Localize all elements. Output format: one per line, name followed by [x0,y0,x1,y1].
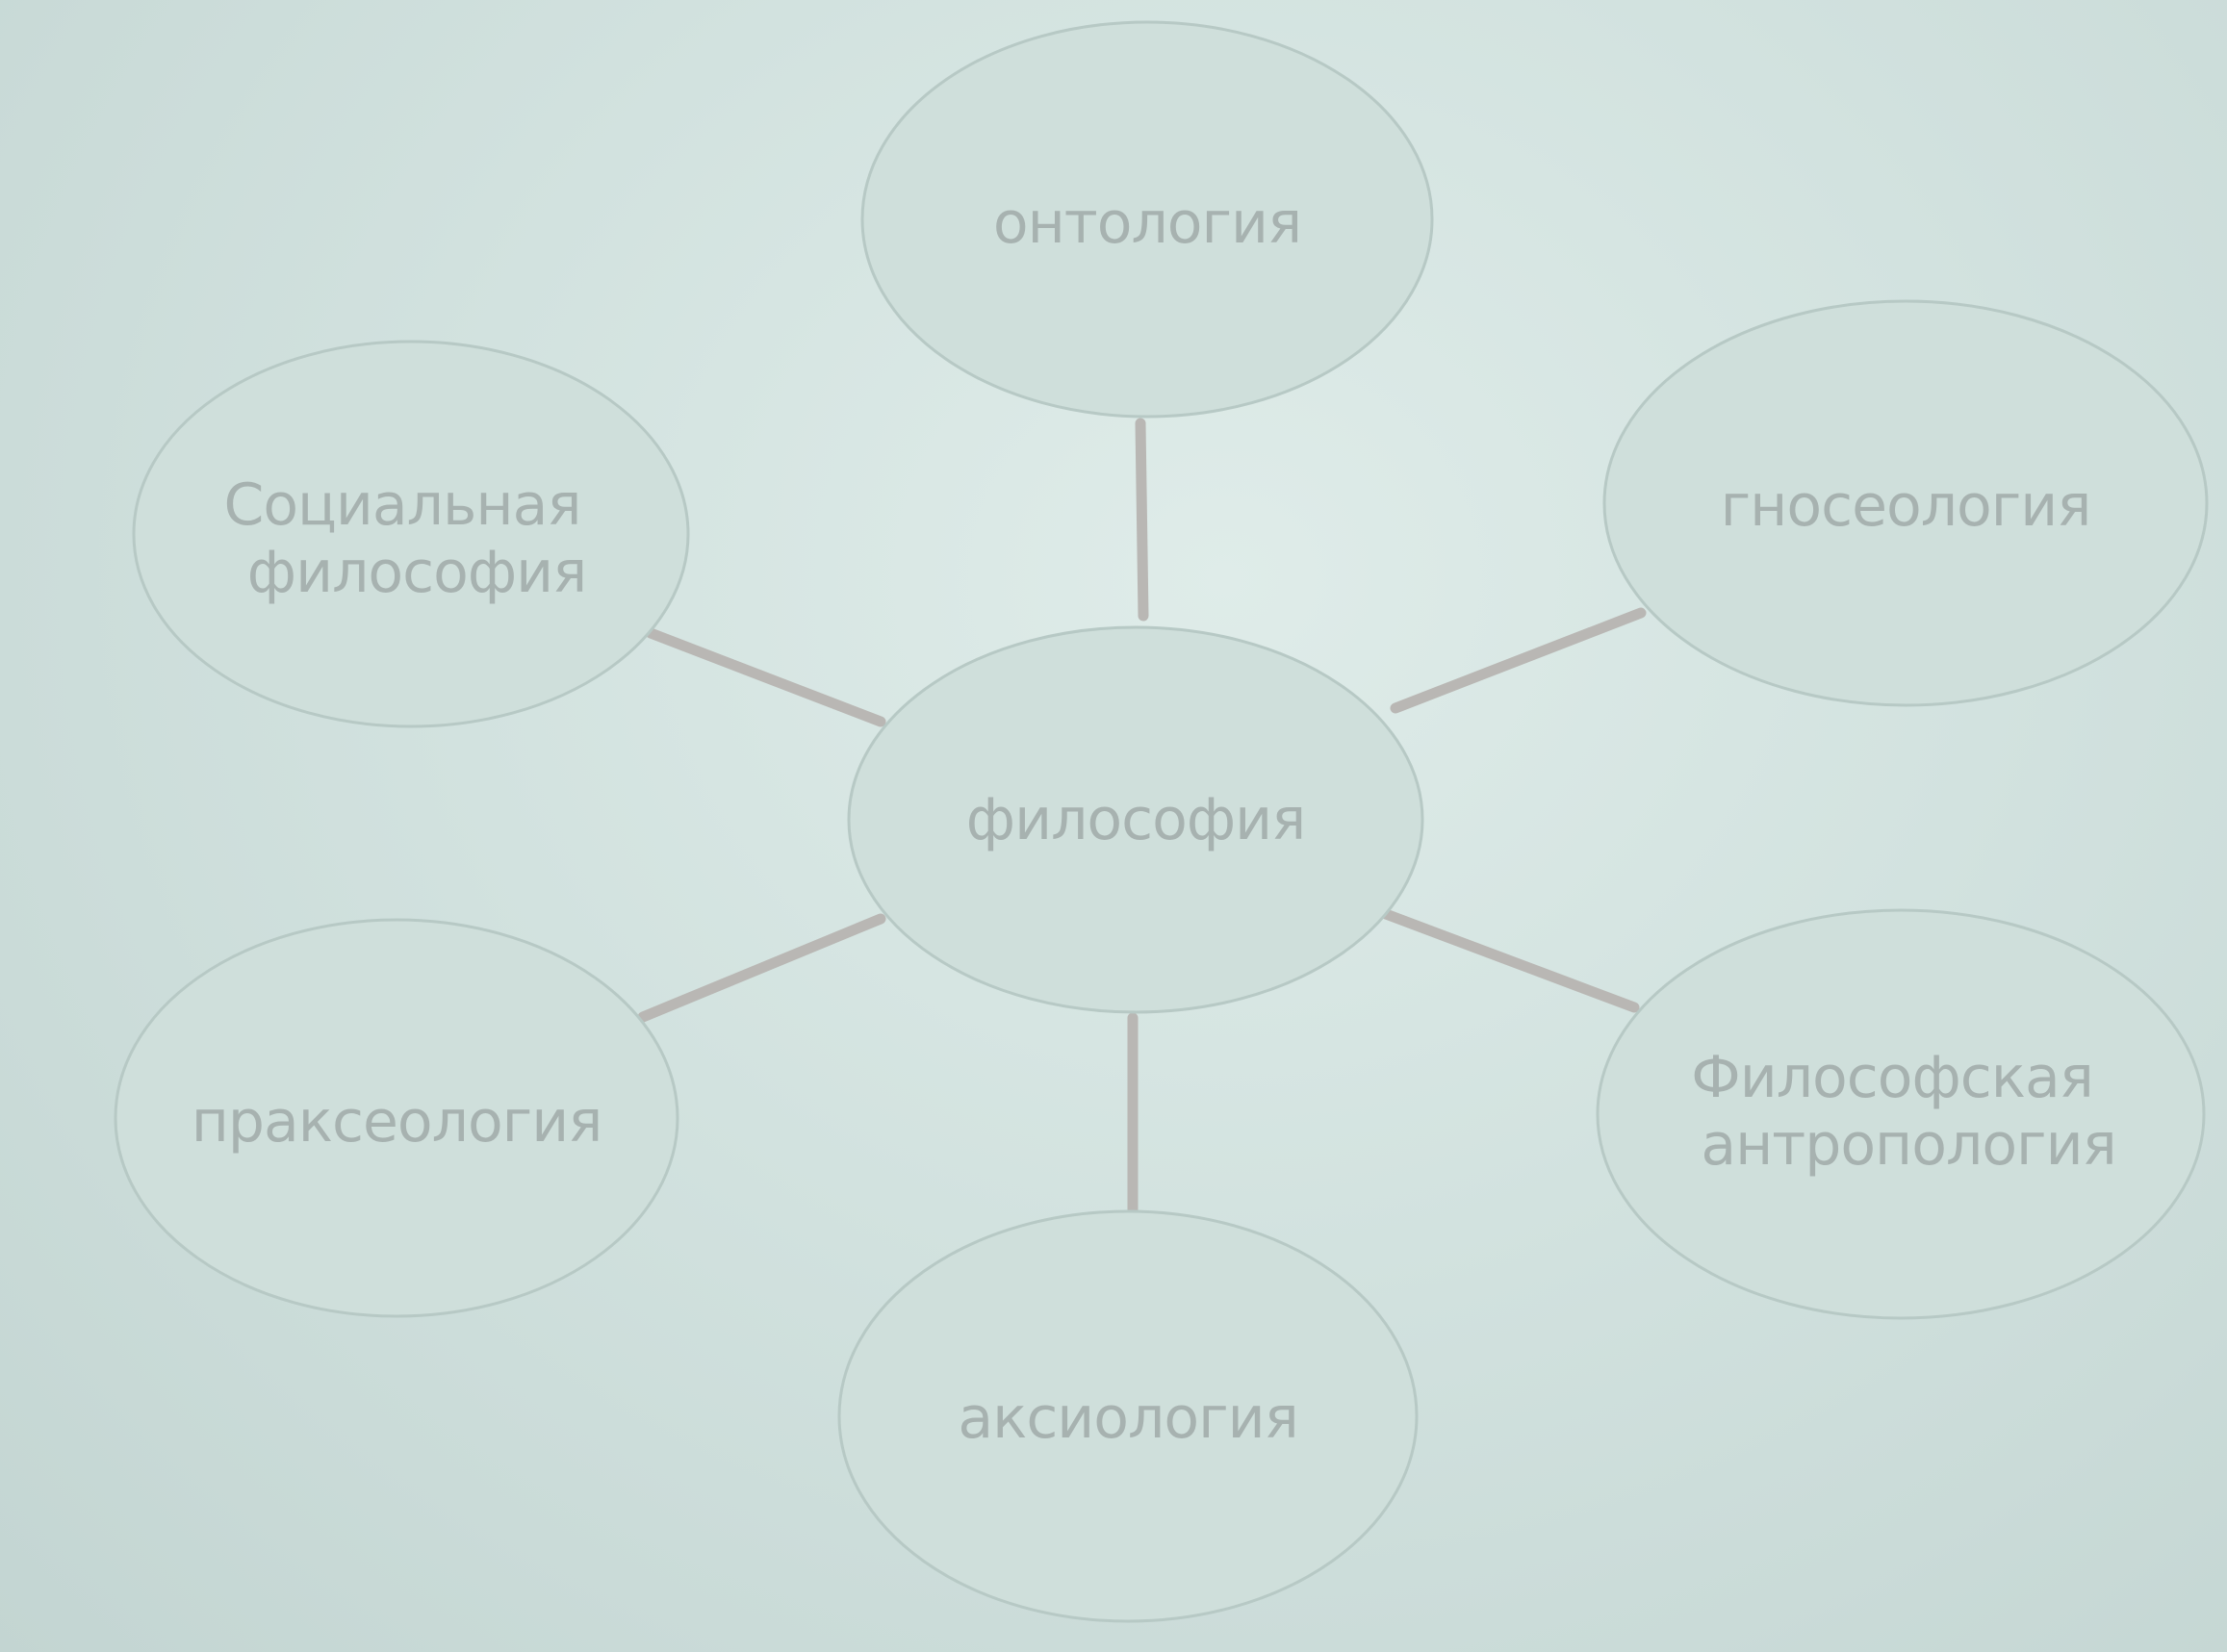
node-philosophical-anthropology: Философская антропология [1596,908,2206,1320]
node-ontology-label: онтология [993,190,1301,257]
connector-ontology [1135,418,1149,622]
node-philosophy: философия [847,625,1424,1014]
node-philosophical-anthropology-shape [1596,908,2206,1320]
node-praxeology-label: праксеология [192,1088,602,1156]
connector-gnoseology [1390,607,1647,714]
node-praxeology-shape [114,918,679,1318]
node-philosophical-anthropology-label: Философская антропология [1691,1044,2116,1179]
node-social-philosophy: Социальная философия [132,340,690,728]
node-gnoseology-shape [1602,299,2209,707]
node-ontology-shape [860,20,1434,419]
node-social-philosophy-label-line2: философия [247,539,586,606]
node-gnoseology: гносеология [1602,299,2209,707]
node-philosophical-anthropology-label-line2: антропология [1701,1111,2115,1179]
node-social-philosophy-label-line1: Социальная [223,471,580,539]
node-philosophy-label: философия [966,786,1305,853]
node-philosophy-shape [847,625,1424,1014]
node-philosophical-anthropology-label-line1: Философская [1691,1044,2093,1111]
node-praxeology: праксеология [114,918,679,1318]
connectors [637,418,1647,1220]
node-axiology-shape [837,1209,1419,1623]
connector-praxeology [637,913,886,1023]
connector-social-philosophy [645,627,886,727]
node-social-philosophy-label: Социальная философия [223,471,598,606]
connector-philosophical-anthropology [1380,908,1640,1013]
node-axiology-label: аксиология [958,1385,1297,1452]
node-gnoseology-label: гносеология [1721,472,2091,540]
node-axiology: аксиология [837,1209,1419,1623]
node-social-philosophy-shape [132,340,690,728]
node-ontology: онтология [860,20,1434,419]
